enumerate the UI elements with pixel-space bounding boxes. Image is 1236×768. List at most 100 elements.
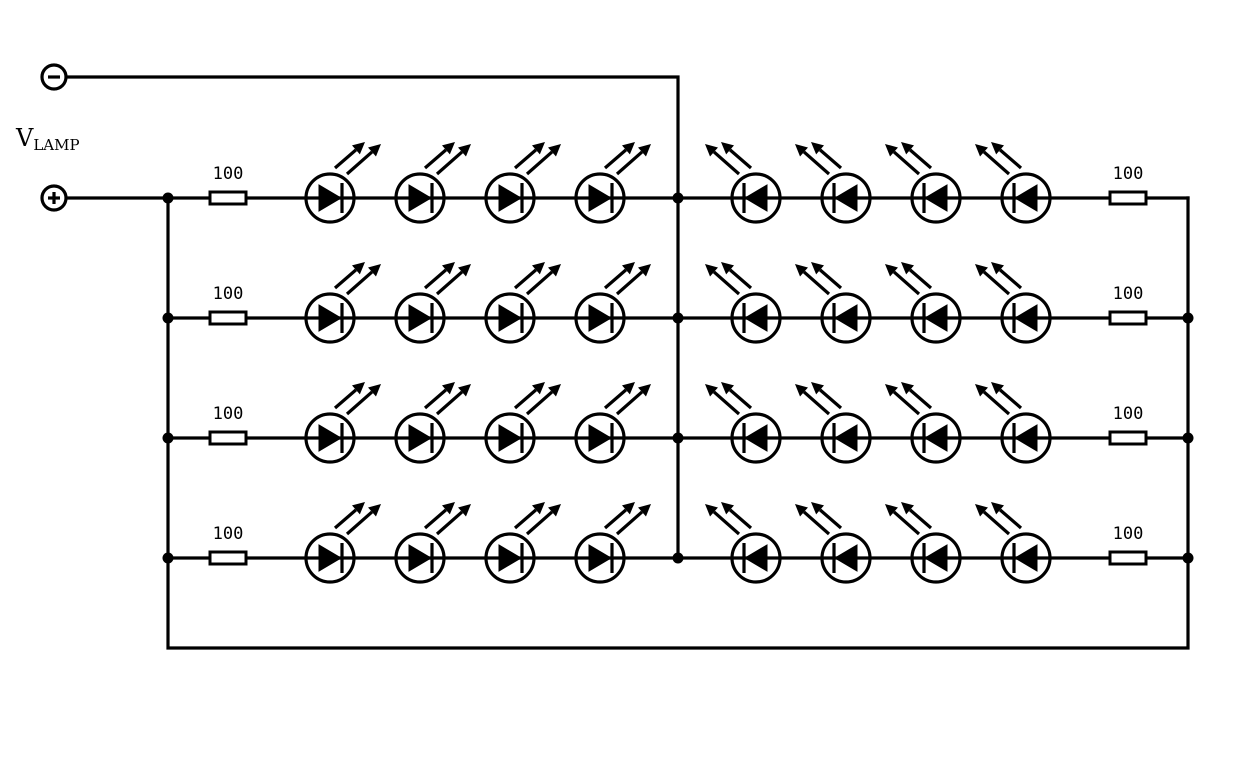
- negative-terminal-icon: [40, 63, 68, 91]
- resistor-body: [1108, 550, 1148, 566]
- emission-arrow-shaft: [802, 510, 831, 536]
- emission-arrow-shaft: [982, 150, 1011, 176]
- emission-arrow-head: [442, 382, 455, 395]
- emission-arrow-head: [622, 262, 635, 275]
- emission-arrow-head: [548, 384, 561, 397]
- led-right-row-2: [705, 262, 782, 344]
- junction-dot: [1182, 432, 1194, 444]
- emission-arrow-shaft: [615, 150, 644, 176]
- emission-arrow-head: [458, 144, 471, 157]
- emission-arrow-shaft: [999, 148, 1023, 170]
- emission-arrow-shaft: [819, 388, 843, 410]
- labels: VLAMP: [15, 124, 80, 154]
- emission-arrow-shaft: [513, 148, 537, 170]
- emission-arrow-shaft: [435, 510, 464, 536]
- led-triangle: [588, 424, 612, 452]
- emission-arrow-head: [532, 382, 545, 395]
- led-triangle: [834, 184, 858, 212]
- led-right-row-3: [885, 382, 962, 464]
- emission-arrow-shaft: [909, 508, 933, 530]
- emission-arrow-head: [548, 264, 561, 277]
- emission-arrow-shaft: [435, 270, 464, 296]
- emission-arrow-shaft: [712, 270, 741, 296]
- emission-arrow-head: [705, 384, 718, 397]
- emission-arrow-head: [991, 142, 1004, 155]
- emission-arrow-shaft: [603, 148, 627, 170]
- emission-arrow-shaft: [982, 270, 1011, 296]
- emission-arrow-head: [368, 384, 381, 397]
- junction-dot: [672, 192, 684, 204]
- led-right-row-3: [705, 382, 782, 464]
- emission-arrow-head: [885, 504, 898, 517]
- junction-dot: [162, 552, 174, 564]
- led-triangle: [1014, 304, 1038, 332]
- led-left-row-4: [484, 502, 561, 584]
- emission-arrow-shaft: [819, 508, 843, 530]
- emission-arrow-shaft: [345, 510, 374, 536]
- emission-arrow-head: [352, 382, 365, 395]
- negative-supply-wire: [66, 75, 680, 560]
- emission-arrow-head: [705, 264, 718, 277]
- led-triangle: [408, 544, 432, 572]
- junction-dot: [672, 552, 684, 564]
- junction-dot: [162, 312, 174, 324]
- led-triangle: [318, 544, 342, 572]
- led-triangle: [744, 544, 768, 572]
- emission-arrow-shaft: [729, 268, 753, 290]
- resistor-value-label: 100: [213, 524, 244, 544]
- led-right-row-1: [885, 142, 962, 224]
- led-triangle: [924, 424, 948, 452]
- led-right-row-2: [885, 262, 962, 344]
- emission-arrow-shaft: [333, 388, 357, 410]
- led-right-row-1: [975, 142, 1052, 224]
- led-triangle: [588, 184, 612, 212]
- led-right-row-3: [975, 382, 1052, 464]
- emission-arrow-head: [901, 502, 914, 515]
- emission-arrow-shaft: [525, 150, 554, 176]
- emission-arrow-shaft: [525, 390, 554, 416]
- emission-arrow-shaft: [615, 270, 644, 296]
- emission-arrow-shaft: [345, 150, 374, 176]
- led-right-row-1: [795, 142, 872, 224]
- led-triangle: [498, 304, 522, 332]
- emission-arrow-head: [811, 142, 824, 155]
- led-triangle: [408, 304, 432, 332]
- led-triangle: [924, 544, 948, 572]
- resistor-value-label: 100: [213, 164, 244, 184]
- led-left-row-1: [394, 142, 471, 224]
- emission-arrow-head: [532, 142, 545, 155]
- emission-arrow-shaft: [819, 268, 843, 290]
- emission-arrow-head: [352, 262, 365, 275]
- led-right-row-2: [975, 262, 1052, 344]
- led-triangle: [834, 424, 858, 452]
- emission-arrow-shaft: [999, 508, 1023, 530]
- positive-terminal-icon: [40, 184, 68, 212]
- emission-arrow-shaft: [525, 510, 554, 536]
- emission-arrow-head: [368, 504, 381, 517]
- emission-arrow-shaft: [513, 268, 537, 290]
- supply-label: VLAMP: [15, 124, 80, 154]
- emission-arrow-head: [901, 142, 914, 155]
- emission-arrow-head: [352, 502, 365, 515]
- emission-arrow-shaft: [729, 508, 753, 530]
- led-right-row-2: [795, 262, 872, 344]
- resistor-body: [208, 430, 248, 446]
- led-triangle: [834, 544, 858, 572]
- emission-arrow-head: [975, 384, 988, 397]
- led-right-row-4: [975, 502, 1052, 584]
- led-left-row-1: [484, 142, 561, 224]
- led-left-row-4: [304, 502, 381, 584]
- emission-arrow-head: [811, 502, 824, 515]
- led-triangle: [744, 304, 768, 332]
- emission-arrow-shaft: [802, 150, 831, 176]
- emission-arrow-head: [705, 144, 718, 157]
- emission-arrow-head: [442, 142, 455, 155]
- emission-arrow-shaft: [333, 508, 357, 530]
- resistor-body: [208, 550, 248, 566]
- resistor-body: [1108, 310, 1148, 326]
- emission-arrow-shaft: [435, 390, 464, 416]
- led-right-row-1: [705, 142, 782, 224]
- emission-arrow-head: [458, 384, 471, 397]
- emission-arrow-shaft: [909, 148, 933, 170]
